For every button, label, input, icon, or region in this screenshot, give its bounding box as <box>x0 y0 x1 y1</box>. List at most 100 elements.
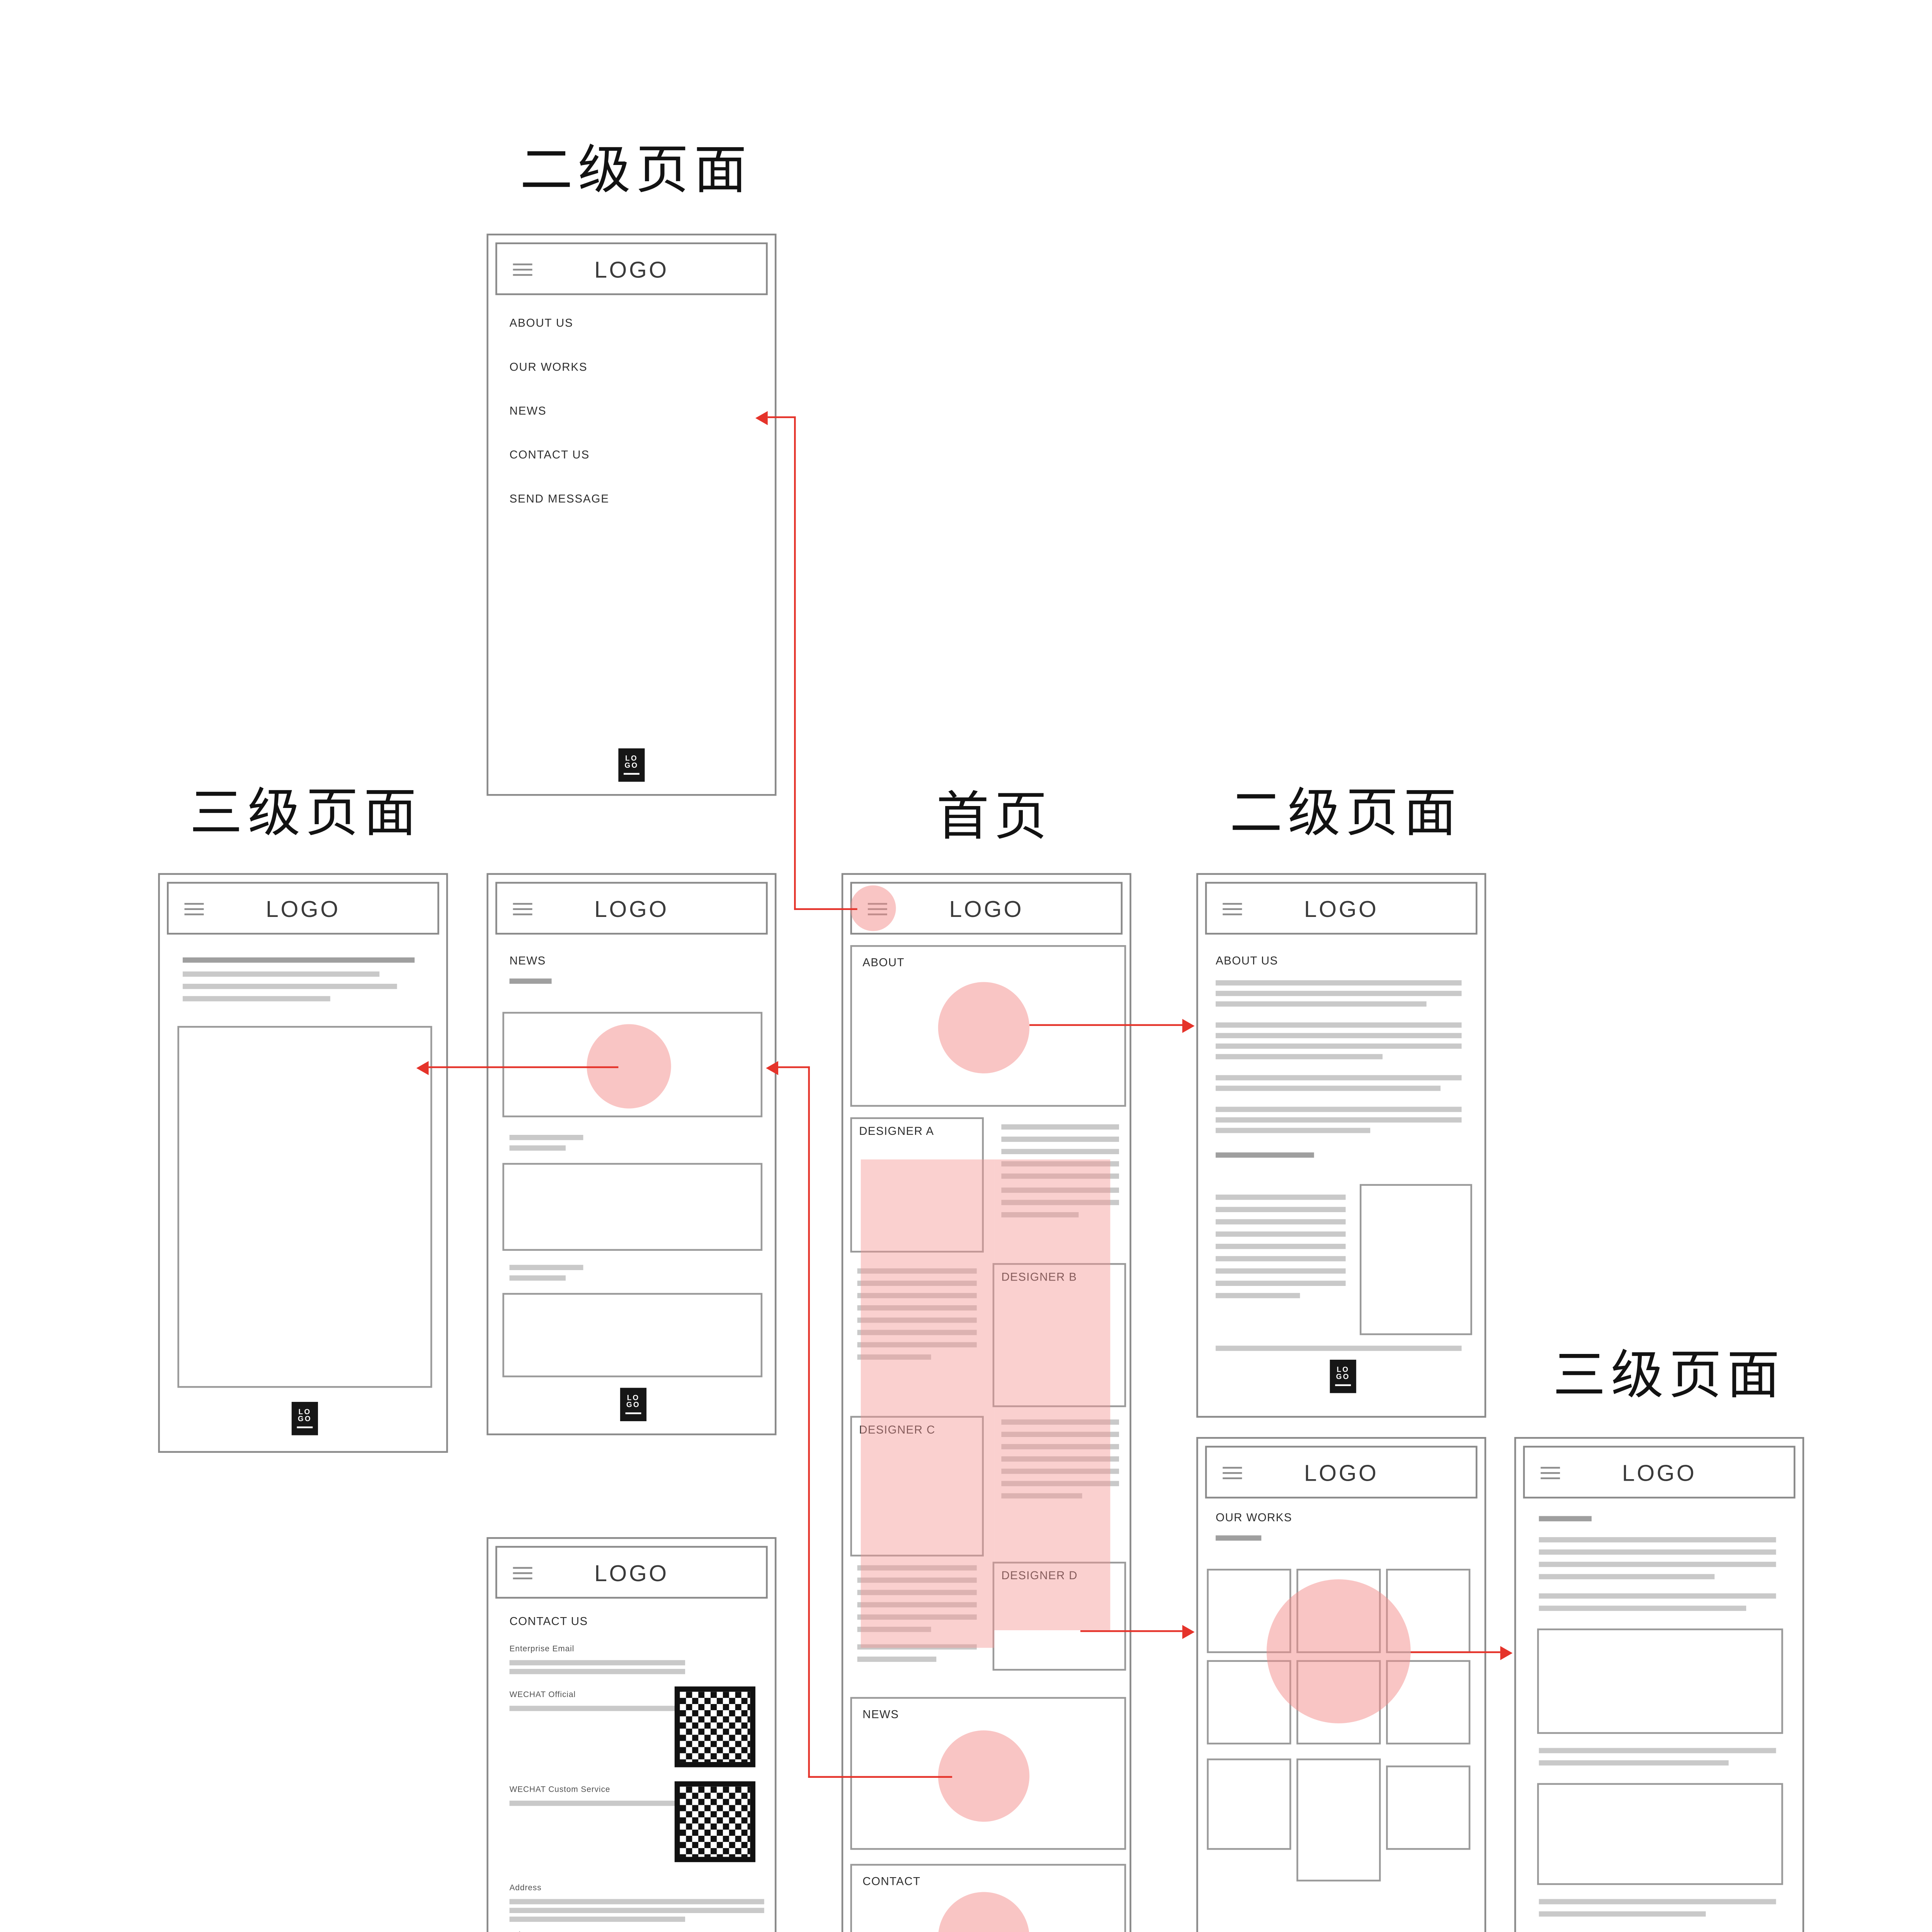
hamburger-menu-icon[interactable] <box>1223 903 1242 916</box>
text-line <box>1216 1001 1427 1006</box>
hamburger-menu-icon[interactable] <box>1223 1467 1242 1480</box>
arrowhead <box>766 1061 779 1075</box>
image-placeholder <box>1537 1783 1783 1885</box>
page-header: LOGO <box>1205 882 1478 935</box>
text-line <box>1539 1561 1776 1566</box>
page-header: LOGO <box>1205 1446 1478 1499</box>
text-line <box>182 983 397 988</box>
text-line <box>1216 1243 1346 1248</box>
news-item-card[interactable] <box>502 1163 763 1251</box>
text-line <box>1539 1605 1747 1611</box>
hamburger-menu-icon[interactable] <box>1541 1467 1560 1480</box>
work-thumbnail[interactable] <box>1207 1758 1291 1850</box>
text-line <box>1216 980 1462 985</box>
text-line <box>1539 1899 1776 1904</box>
text-line <box>1216 991 1462 995</box>
hotspot-home-about <box>938 982 1030 1073</box>
text-line <box>1539 1760 1729 1765</box>
text-line <box>509 1899 764 1904</box>
text-line <box>1001 1149 1119 1154</box>
text-line <box>1539 1549 1776 1554</box>
text-line <box>857 1293 977 1298</box>
text-line <box>1216 1117 1462 1122</box>
logo-text: LOGO <box>594 1559 669 1586</box>
text-line <box>509 1134 583 1139</box>
email-label: Enterprise Email <box>509 1644 575 1653</box>
text-line <box>1001 1468 1119 1473</box>
text-line <box>1539 1574 1715 1579</box>
text-line <box>1216 1107 1462 1112</box>
work-thumbnail[interactable] <box>1296 1758 1381 1882</box>
text-line <box>1216 1293 1300 1298</box>
hamburger-menu-icon[interactable] <box>513 1567 532 1580</box>
image-placeholder <box>1537 1628 1783 1734</box>
text-line <box>857 1614 977 1619</box>
text-line <box>1539 1537 1776 1542</box>
page-header: LOGO <box>495 1546 768 1599</box>
work-thumbnail[interactable] <box>1386 1765 1471 1850</box>
arrowhead <box>1182 1019 1195 1033</box>
frame-menu-page: LOGO ABOUT US OUR WORKS NEWS CONTACT US … <box>486 233 777 796</box>
text-line <box>1539 1516 1592 1521</box>
text-line <box>1216 1231 1346 1236</box>
text-line <box>509 978 552 983</box>
text-line <box>1216 1033 1462 1038</box>
text-line <box>1001 1200 1119 1204</box>
home-designer-a[interactable]: DESIGNER A <box>850 1117 984 1253</box>
wechat-official-label: WECHAT Official <box>509 1690 576 1699</box>
section-title-contact: CONTACT <box>862 1876 921 1889</box>
menu-item-about-us[interactable]: ABOUT US <box>509 318 573 330</box>
hamburger-menu-icon[interactable] <box>184 903 204 916</box>
flow-arrow-home-to-menu <box>794 908 857 911</box>
text-line <box>857 1602 977 1607</box>
hamburger-menu-icon[interactable] <box>513 903 532 916</box>
label-third-level-right: 三级页面 <box>1553 1347 1785 1406</box>
section-title-our-works: OUR WORKS <box>1216 1512 1292 1525</box>
page-header: LOGO <box>495 882 768 935</box>
hotspot-home-menu <box>850 885 896 931</box>
label-third-level-left: 三级页面 <box>190 785 422 844</box>
qr-code-wechat-service <box>674 1781 755 1862</box>
menu-item-news[interactable]: NEWS <box>509 406 547 418</box>
logo-text: LOGO <box>949 895 1024 922</box>
text-line <box>1001 1187 1119 1192</box>
text-line <box>509 1801 685 1805</box>
text-line <box>1216 1022 1462 1027</box>
home-designer-b[interactable]: DESIGNER B <box>992 1263 1126 1407</box>
hamburger-menu-icon[interactable] <box>513 263 532 276</box>
text-line <box>509 1660 685 1665</box>
text-line <box>1216 1194 1346 1199</box>
text-line <box>509 1275 566 1280</box>
menu-item-contact-us[interactable]: CONTACT US <box>509 449 590 462</box>
home-designer-d[interactable]: DESIGNER D <box>992 1561 1126 1671</box>
image-placeholder <box>177 1026 432 1388</box>
page-header: LOGO <box>495 242 768 295</box>
news-item-card[interactable] <box>502 1293 763 1378</box>
text-line <box>1001 1444 1119 1449</box>
menu-item-send-message[interactable]: SEND MESSAGE <box>509 493 609 506</box>
section-title-news: NEWS <box>862 1709 899 1722</box>
text-line <box>509 1908 764 1913</box>
text-line <box>857 1565 977 1570</box>
text-line <box>857 1626 931 1631</box>
text-line <box>1001 1456 1119 1461</box>
text-line <box>1216 1256 1346 1261</box>
text-line <box>182 957 415 962</box>
text-line <box>857 1317 977 1322</box>
text-line <box>1216 1054 1383 1059</box>
text-line <box>1216 1085 1441 1090</box>
text-line <box>857 1354 931 1359</box>
text-line <box>1539 1911 1706 1916</box>
home-designer-c[interactable]: DESIGNER C <box>850 1416 984 1557</box>
flow-arrow-about-to-aboutus <box>1029 1024 1184 1027</box>
logo-text: LOGO <box>1304 895 1379 922</box>
text-line <box>1001 1481 1119 1486</box>
logo-text: LOGO <box>594 255 669 282</box>
menu-item-our-works[interactable]: OUR WORKS <box>509 362 588 374</box>
text-line <box>857 1656 937 1662</box>
text-line <box>1539 1748 1776 1753</box>
